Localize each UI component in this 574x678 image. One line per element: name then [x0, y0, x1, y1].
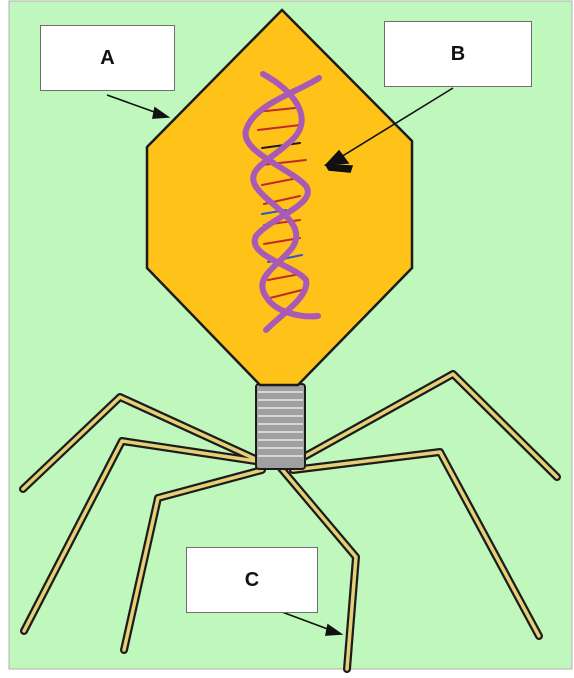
- label-box-a: A: [40, 25, 175, 91]
- dna-strand-2: [242, 75, 322, 333]
- label-b-text: B: [450, 42, 466, 65]
- tail-sheath-icon: [255, 383, 306, 470]
- label-box-b: B: [384, 21, 532, 87]
- arrow-b-head: [323, 149, 350, 166]
- arrow-c-line: [281, 611, 334, 632]
- arrow-a-head: [152, 106, 171, 119]
- arrow-a-line: [106, 94, 161, 115]
- leader-arrows: [106, 87, 454, 636]
- dna-strand-1: [250, 71, 321, 320]
- arrow-b-tail-mark: [324, 164, 354, 173]
- arrow-b-line: [335, 87, 454, 161]
- dna-double-helix-icon: [242, 71, 322, 333]
- label-a-text: A: [100, 46, 115, 69]
- arrow-c-head: [325, 623, 344, 636]
- label-box-c: C: [186, 547, 318, 613]
- label-c-text: C: [244, 568, 260, 591]
- capsid-hexagon-icon: [145, 8, 414, 387]
- tail-fibers-icon: [19, 370, 561, 673]
